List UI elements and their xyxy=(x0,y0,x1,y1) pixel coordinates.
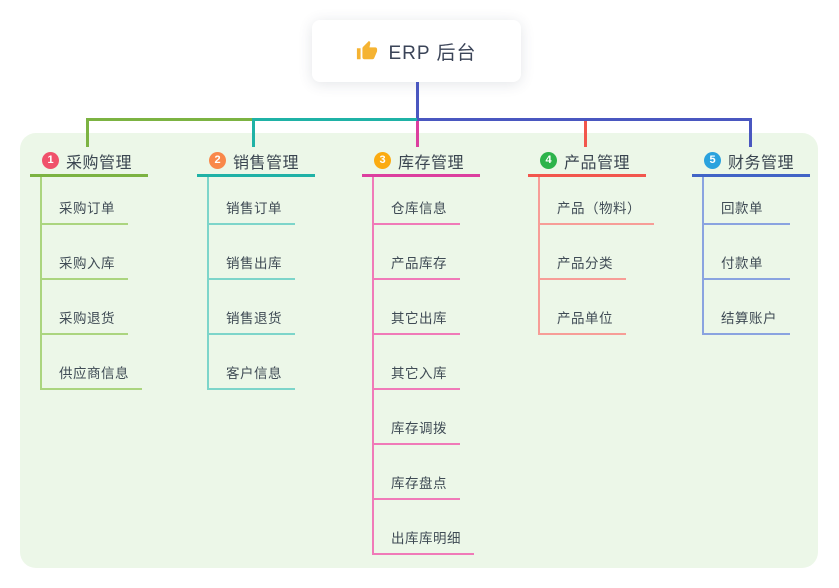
branch-children: 回款单 付款单 结算账户 xyxy=(702,177,790,335)
branch-label: 库存管理 xyxy=(398,154,465,172)
badge-4: 4 xyxy=(540,152,557,169)
branch-header-sales[interactable]: 2 销售管理 xyxy=(197,147,315,177)
thumbs-up-icon xyxy=(357,40,378,60)
branch-label: 产品管理 xyxy=(564,154,631,172)
branch-purchase: 1 采购管理 采购订单 采购入库 采购退货 供应商信息 xyxy=(30,147,148,390)
mindmap-panel xyxy=(20,133,818,568)
child-node[interactable]: 客户信息 xyxy=(209,335,295,390)
child-node[interactable]: 其它出库 xyxy=(374,280,460,335)
branch-header-purchase[interactable]: 1 采购管理 xyxy=(30,147,148,177)
branch-header-inventory[interactable]: 3 库存管理 xyxy=(362,147,480,177)
branch-children: 采购订单 采购入库 采购退货 供应商信息 xyxy=(40,177,142,390)
child-node[interactable]: 销售出库 xyxy=(209,225,295,280)
child-node[interactable]: 采购入库 xyxy=(42,225,128,280)
child-node[interactable]: 库存盘点 xyxy=(374,445,460,500)
branch-header-finance[interactable]: 5 财务管理 xyxy=(692,147,810,177)
branch-header-product[interactable]: 4 产品管理 xyxy=(528,147,646,177)
connector-drop-product xyxy=(584,121,587,147)
badge-5: 5 xyxy=(704,152,721,169)
connector-drop-purchase xyxy=(86,118,89,147)
badge-3: 3 xyxy=(374,152,391,169)
branch-finance: 5 财务管理 回款单 付款单 结算账户 xyxy=(692,147,810,335)
root-node-erp-backend[interactable]: ERP 后台 xyxy=(312,20,521,82)
child-node[interactable]: 产品单位 xyxy=(540,280,626,335)
connector-drop-inventory xyxy=(416,121,419,147)
child-node[interactable]: 仓库信息 xyxy=(374,177,460,225)
child-node[interactable]: 其它入库 xyxy=(374,335,460,390)
child-node[interactable]: 出库库明细 xyxy=(374,500,474,555)
child-node[interactable]: 采购订单 xyxy=(42,177,128,225)
branch-children: 产品（物料） 产品分类 产品单位 xyxy=(538,177,654,335)
child-node[interactable]: 供应商信息 xyxy=(42,335,142,390)
branch-label: 销售管理 xyxy=(233,154,300,172)
child-node[interactable]: 产品（物料） xyxy=(540,177,654,225)
connector-drop-finance xyxy=(749,118,752,147)
branch-children: 销售订单 销售出库 销售退货 客户信息 xyxy=(207,177,295,390)
child-node[interactable]: 销售订单 xyxy=(209,177,295,225)
child-node[interactable]: 结算账户 xyxy=(704,280,790,335)
child-node[interactable]: 库存调拨 xyxy=(374,390,460,445)
badge-1: 1 xyxy=(42,152,59,169)
child-node[interactable]: 销售退货 xyxy=(209,280,295,335)
branch-label: 财务管理 xyxy=(728,154,795,172)
branch-inventory: 3 库存管理 仓库信息 产品库存 其它出库 其它入库 库存调拨 库存盘点 出库库… xyxy=(362,147,480,555)
connector-bus-teal xyxy=(252,118,417,121)
child-node[interactable]: 产品库存 xyxy=(374,225,460,280)
branch-product: 4 产品管理 产品（物料） 产品分类 产品单位 xyxy=(528,147,654,335)
child-node[interactable]: 回款单 xyxy=(704,177,790,225)
child-node[interactable]: 产品分类 xyxy=(540,225,626,280)
root-title: ERP 后台 xyxy=(388,42,477,64)
connector-bus-green xyxy=(86,118,252,121)
branch-children: 仓库信息 产品库存 其它出库 其它入库 库存调拨 库存盘点 出库库明细 xyxy=(372,177,474,555)
child-node[interactable]: 付款单 xyxy=(704,225,790,280)
connector-drop-sales xyxy=(252,118,255,147)
branch-label: 采购管理 xyxy=(66,154,133,172)
branch-sales: 2 销售管理 销售订单 销售出库 销售退货 客户信息 xyxy=(197,147,315,390)
connector-root-drop xyxy=(416,82,419,118)
badge-2: 2 xyxy=(209,152,226,169)
connector-bus-indigo xyxy=(417,118,752,121)
child-node[interactable]: 采购退货 xyxy=(42,280,128,335)
